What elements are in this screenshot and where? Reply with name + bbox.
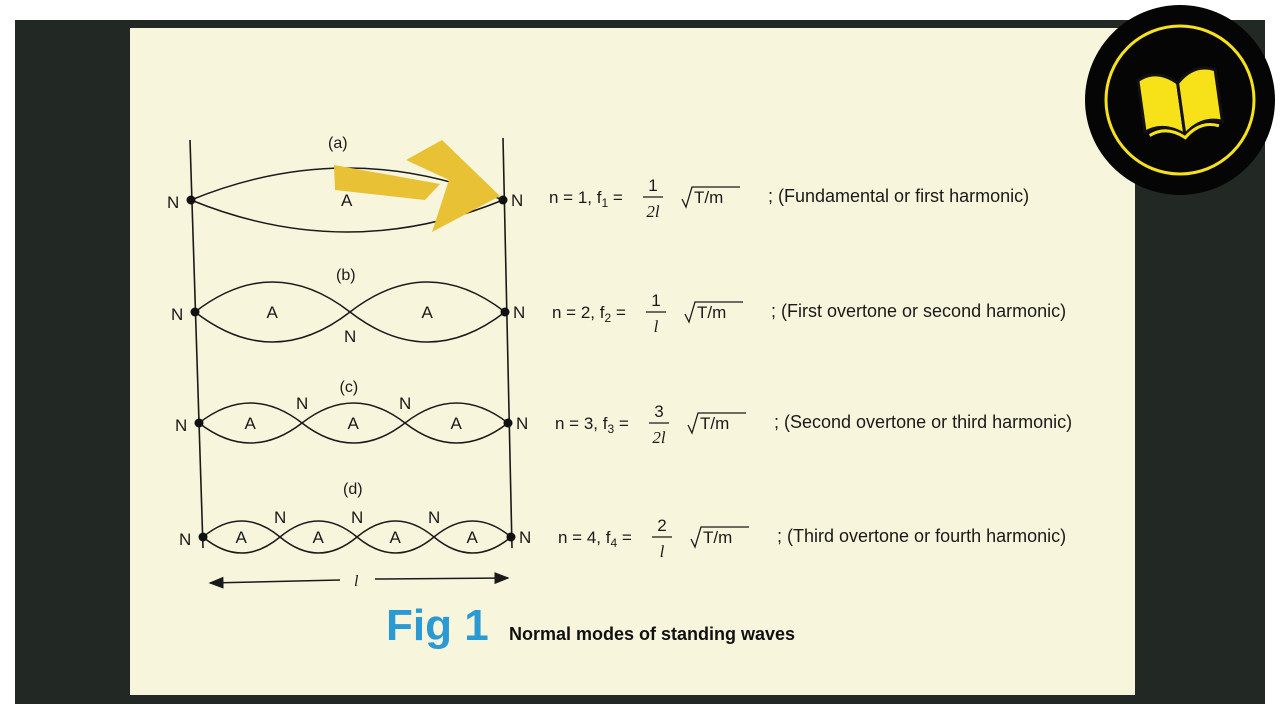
- wave-envelope-3: [198, 402, 509, 444]
- antinode-label: A: [341, 191, 353, 210]
- node-label-right: N: [513, 303, 525, 322]
- fraction-numerator: 2: [657, 516, 666, 535]
- mode-label: (d): [343, 481, 363, 498]
- node-label-right: N: [516, 414, 528, 433]
- fraction-denominator: 2l: [646, 202, 660, 221]
- node-label-inner: N: [274, 508, 286, 527]
- mode-description: ; (First overtone or second harmonic): [771, 301, 1066, 321]
- node-dot-right: [500, 307, 510, 317]
- frequency-subscript: 1: [601, 196, 608, 210]
- antinode-label: A: [267, 303, 279, 322]
- node-label-left: N: [175, 416, 187, 435]
- fraction-denominator: 2l: [652, 428, 666, 447]
- equals-sign: =: [617, 528, 632, 547]
- node-label-left: N: [167, 193, 179, 212]
- figure-number: Fig 1: [386, 601, 489, 650]
- sqrt-argument: T/m: [694, 188, 723, 207]
- length-arrow-right: [374, 572, 510, 585]
- antinode-label: A: [451, 414, 463, 433]
- node-dot-left: [198, 532, 208, 542]
- sqrt-argument: T/m: [697, 303, 726, 322]
- frequency-subscript: 3: [607, 422, 614, 436]
- length-arrow: [208, 576, 341, 589]
- right-support-line: [502, 137, 513, 549]
- node-label-right: N: [511, 191, 523, 210]
- wave-envelope-3: [198, 402, 509, 444]
- equals-sign: =: [608, 188, 623, 207]
- sqrt-argument: T/m: [703, 528, 732, 547]
- sqrt-sign: [684, 301, 743, 324]
- node-dot-left: [194, 418, 204, 428]
- node-dot-right: [498, 195, 508, 205]
- sqrt-sign: [690, 526, 749, 549]
- mode-equation: n = 3, f3 =: [555, 414, 629, 436]
- figure-caption: Normal modes of standing waves: [509, 624, 796, 644]
- paper-background: [130, 28, 1135, 695]
- mode-label: (a): [328, 135, 348, 152]
- frequency-subscript: 4: [610, 536, 617, 550]
- node-label-inner: N: [351, 508, 363, 527]
- sqrt-sign: [687, 412, 746, 435]
- mode-label: (c): [340, 379, 359, 396]
- arrow-icon: [334, 140, 500, 232]
- mode-equation: n = 1, f1 =: [549, 188, 623, 210]
- antinode-label: A: [422, 303, 434, 322]
- frequency-subscript: 2: [604, 311, 611, 325]
- fraction-numerator: 1: [651, 291, 660, 310]
- fraction-numerator: 3: [654, 402, 663, 421]
- antinode-label: A: [348, 414, 360, 433]
- mode-description: ; (Third overtone or fourth harmonic): [777, 526, 1066, 546]
- antinode-label: A: [245, 414, 257, 433]
- node-dot-right: [503, 418, 513, 428]
- fraction-numerator: 1: [648, 176, 657, 195]
- sqrt-argument: T/m: [700, 414, 729, 433]
- sqrt-sign: [681, 186, 740, 209]
- open-book-icon[interactable]: [1083, 3, 1277, 197]
- left-support-line: [189, 139, 204, 549]
- fraction-denominator: l: [654, 317, 659, 336]
- node-label-inner: N: [428, 508, 440, 527]
- node-label-left: N: [171, 305, 183, 324]
- mode-equation: n = 4, f4 =: [558, 528, 632, 550]
- node-label-inner: N: [399, 394, 411, 413]
- length-label: l: [354, 573, 359, 590]
- antinode-label: A: [236, 528, 248, 547]
- wave-envelope-4: [202, 520, 512, 554]
- node-dot-left: [186, 195, 196, 205]
- node-dot-right: [506, 532, 516, 542]
- mode-description: ; (Second overtone or third harmonic): [774, 412, 1072, 432]
- equals-sign: =: [614, 414, 629, 433]
- antinode-label: A: [313, 528, 325, 547]
- wave-envelope-2: [194, 281, 506, 343]
- equals-sign: =: [611, 303, 626, 322]
- antinode-label: A: [467, 528, 479, 547]
- mode-equation: n = 2, f2 =: [552, 303, 626, 325]
- node-label-right: N: [519, 528, 531, 547]
- mode-description: ; (Fundamental or first harmonic): [768, 186, 1029, 206]
- node-label-inner: N: [344, 327, 356, 346]
- node-label-left: N: [179, 530, 191, 549]
- mode-label: (b): [336, 267, 356, 284]
- node-dot-left: [190, 307, 200, 317]
- fraction-denominator: l: [660, 542, 665, 561]
- node-label-inner: N: [296, 394, 308, 413]
- antinode-label: A: [390, 528, 402, 547]
